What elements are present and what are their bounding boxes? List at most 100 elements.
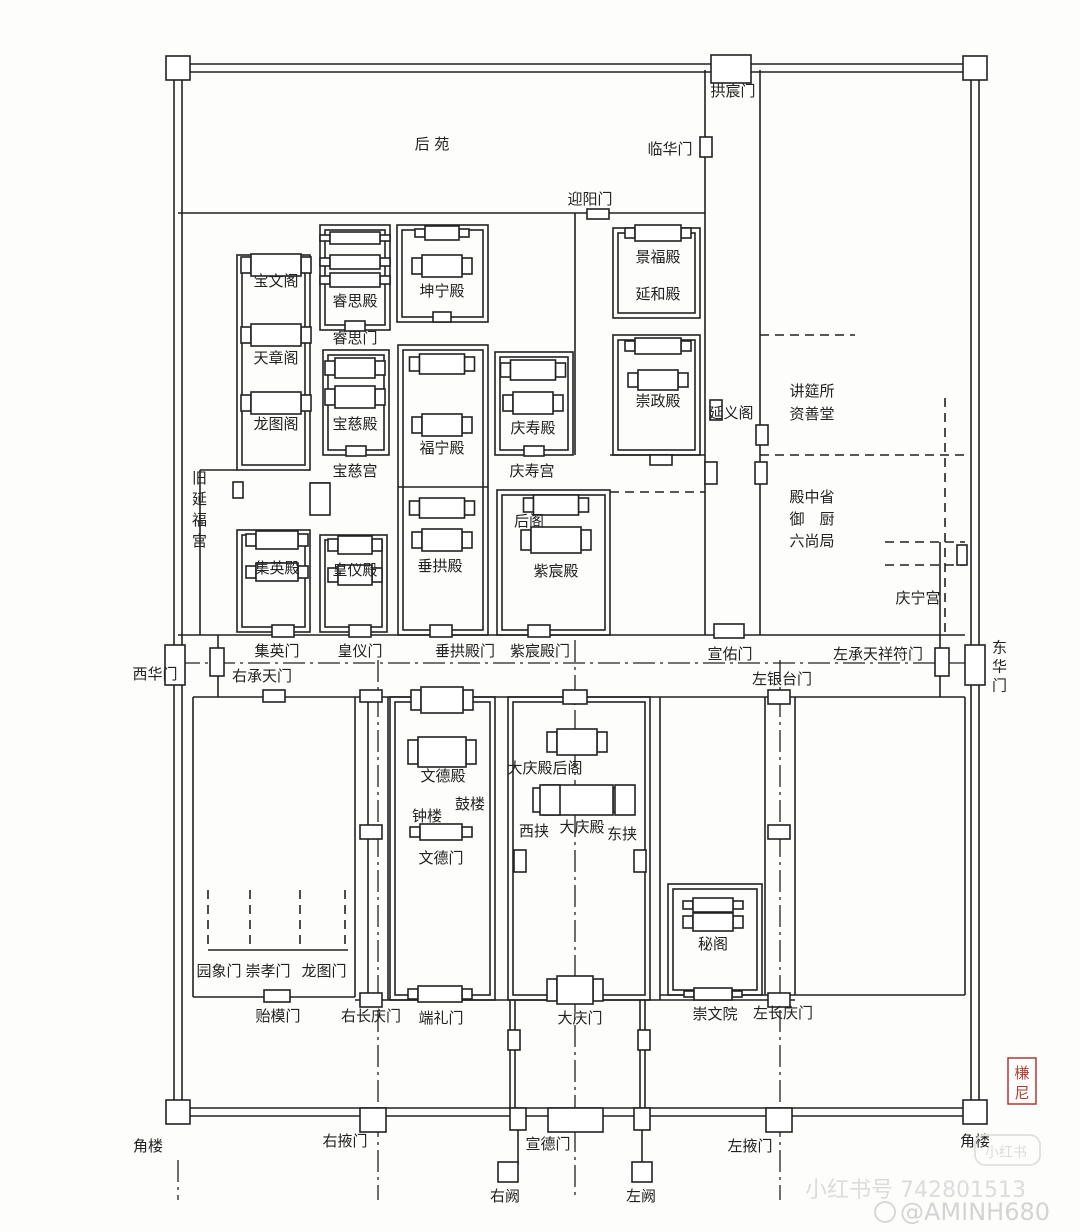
weibo-icon bbox=[874, 1201, 896, 1223]
label-longtu-pavilion: 龙图阁 bbox=[253, 415, 298, 433]
hall-wing bbox=[408, 356, 421, 372]
hall-wing bbox=[407, 739, 419, 765]
label-houge: 后阁 bbox=[514, 512, 544, 530]
side-building bbox=[309, 482, 331, 516]
seal-char-1: 槏 bbox=[1014, 1064, 1029, 1082]
gate-block bbox=[432, 311, 452, 323]
label-you-que: 右阙 bbox=[490, 1187, 520, 1205]
hall-block bbox=[530, 526, 582, 554]
hall-wing bbox=[683, 990, 695, 998]
hall-wing bbox=[546, 978, 558, 1002]
label-funing: 福宁殿 bbox=[419, 439, 464, 457]
hall-wing bbox=[731, 990, 743, 998]
hall-wing bbox=[680, 340, 692, 352]
label-xihua-gate: 西华门 bbox=[132, 665, 177, 683]
label-zuo-yintai-gate: 左银台门 bbox=[752, 670, 812, 688]
hall-block bbox=[250, 391, 302, 415]
gate-block bbox=[767, 689, 791, 705]
gate-block bbox=[164, 644, 186, 686]
gate-block bbox=[956, 544, 968, 566]
label-linhua-gate: 临华门 bbox=[647, 140, 692, 158]
hall-block bbox=[512, 391, 554, 415]
hall-block bbox=[693, 987, 733, 1001]
label-zuo-ye-gate: 左掖门 bbox=[727, 1137, 772, 1155]
hall-wing bbox=[374, 360, 386, 376]
gate-block bbox=[232, 481, 244, 499]
hall-wing bbox=[461, 257, 473, 275]
label-dianzhong: 殿中省 bbox=[789, 488, 834, 506]
hall-wing bbox=[458, 228, 470, 238]
hall-block bbox=[424, 225, 460, 241]
hall-block bbox=[692, 897, 734, 913]
hall-block bbox=[418, 497, 466, 519]
label-daqing-hall: 大庆殿 bbox=[559, 818, 604, 836]
hall-wing bbox=[461, 416, 473, 434]
hall-wing bbox=[462, 689, 474, 711]
gate-block bbox=[767, 992, 791, 1008]
label-yanhe: 延和殿 bbox=[635, 285, 680, 303]
hall-block bbox=[250, 253, 302, 277]
hall-wing bbox=[379, 275, 391, 285]
label-drum-tower: 鼓楼 bbox=[455, 795, 485, 813]
hall-wing bbox=[520, 529, 532, 551]
label-chongxiao-gate: 崇孝门 bbox=[245, 962, 290, 980]
gate-block bbox=[359, 824, 383, 840]
hall-block bbox=[334, 357, 376, 379]
hall-wing bbox=[624, 227, 636, 239]
gate-block bbox=[649, 454, 673, 466]
label-qingshou-hall: 庆寿殿 bbox=[510, 419, 555, 437]
hall-wing bbox=[682, 900, 694, 910]
hall-block bbox=[509, 359, 557, 381]
gate-block bbox=[429, 624, 453, 638]
label-liushang: 六尚局 bbox=[789, 532, 834, 550]
gate-block bbox=[710, 54, 752, 84]
label-longtu-gate: 龙图门 bbox=[301, 962, 346, 980]
hall-wing bbox=[297, 533, 309, 547]
hall-wing bbox=[409, 826, 421, 838]
gate-block bbox=[562, 689, 588, 705]
gate-block bbox=[507, 1029, 521, 1051]
label-you-ye-gate: 右掖门 bbox=[322, 1132, 367, 1150]
label-qingshou-palace: 庆寿宫 bbox=[509, 462, 554, 480]
watermarks: 小红书 小红书号 742801513 @AMINH680 bbox=[805, 1134, 1050, 1226]
gate-block bbox=[345, 445, 367, 457]
hall-block bbox=[634, 224, 682, 242]
gate-block bbox=[509, 1107, 527, 1131]
gate-block bbox=[699, 136, 713, 158]
label-zichen-gate: 紫宸殿门 bbox=[510, 642, 570, 660]
label-chuigong-gate: 垂拱殿门 bbox=[435, 642, 495, 660]
hall-wing bbox=[240, 394, 252, 412]
gate-block bbox=[709, 399, 723, 421]
label-you-changqing-gate: 右长庆门 bbox=[341, 1007, 401, 1025]
label-zichen-hall: 紫宸殿 bbox=[533, 562, 578, 580]
label-wende-hall: 文德殿 bbox=[420, 767, 465, 785]
gate-block bbox=[934, 647, 950, 677]
gate-block bbox=[633, 1107, 651, 1131]
gate-block bbox=[359, 1107, 387, 1133]
hall-block bbox=[532, 494, 580, 516]
hall-wing bbox=[627, 372, 639, 388]
hall-block bbox=[329, 231, 381, 245]
hall-wing bbox=[552, 394, 564, 412]
hall-block bbox=[417, 736, 467, 768]
hall-block bbox=[692, 912, 734, 932]
hall-wing bbox=[732, 900, 744, 910]
gate-block bbox=[637, 1029, 651, 1051]
hall-wing bbox=[319, 275, 331, 285]
gate-block bbox=[765, 1107, 793, 1133]
hall-wing bbox=[463, 356, 476, 372]
gate-block bbox=[713, 623, 745, 639]
labels: 拱宸门 后 苑 临华门 迎阳门 宝文阁 睿思殿 睿思门 坤宁殿 景福殿 延和殿 … bbox=[132, 82, 1008, 1205]
gate-block bbox=[359, 992, 383, 1008]
label-baowen: 宝文阁 bbox=[253, 272, 298, 290]
hall-block bbox=[418, 353, 466, 375]
hall-block bbox=[421, 413, 463, 437]
hall-wing bbox=[411, 257, 423, 275]
gate-block bbox=[497, 1161, 519, 1183]
hall-wing bbox=[319, 234, 331, 242]
hall-wing bbox=[374, 388, 386, 406]
hall-wing bbox=[499, 362, 512, 378]
hall-wing bbox=[410, 689, 422, 711]
label-chongzheng: 崇政殿 bbox=[635, 392, 680, 410]
gate-block bbox=[513, 849, 527, 873]
